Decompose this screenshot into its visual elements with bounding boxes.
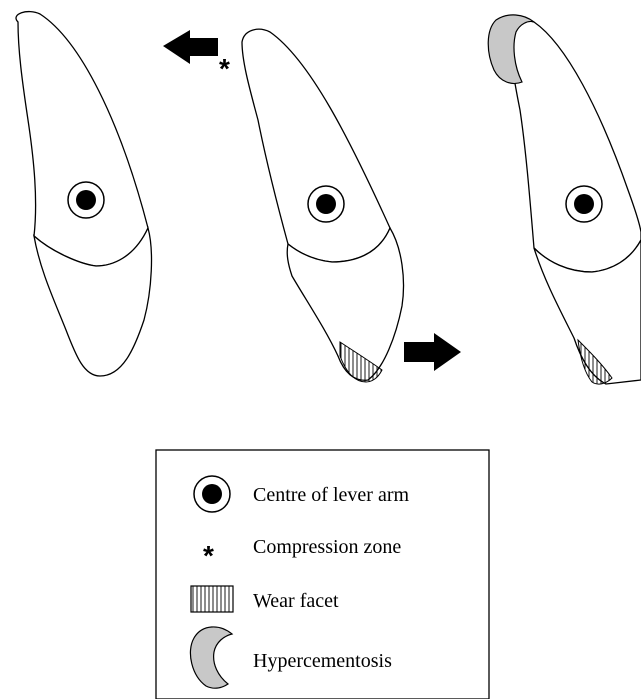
asterisk-icon: * xyxy=(203,540,214,571)
legend-label: Wear facet xyxy=(253,590,339,612)
legend-label: Compression zone xyxy=(253,536,401,558)
legend-label: Hypercementosis xyxy=(253,650,392,672)
hatched-box-icon xyxy=(191,586,233,612)
tooth-3-root xyxy=(510,21,641,272)
right-force-arrow-icon xyxy=(404,333,461,371)
legend: Centre of lever arm * Compression zone W… xyxy=(156,450,489,699)
legend-item-wear-facet: Wear facet xyxy=(191,586,339,612)
tooth-1 xyxy=(16,12,151,376)
tooth-2-root xyxy=(242,29,390,262)
tooth-3 xyxy=(488,15,641,384)
tooth-1-root xyxy=(16,12,148,266)
lever-arm-centre-icon xyxy=(194,476,230,512)
tooth-2: * xyxy=(163,29,461,382)
tooth-3-lever-centre-icon xyxy=(566,186,602,222)
legend-label: Centre of lever arm xyxy=(253,484,409,506)
tooth-1-lever-centre-icon xyxy=(68,182,104,218)
tooth-2-lever-centre-icon xyxy=(308,186,344,222)
compression-zone-marker: * xyxy=(219,53,230,84)
left-force-arrow-icon xyxy=(163,30,218,64)
